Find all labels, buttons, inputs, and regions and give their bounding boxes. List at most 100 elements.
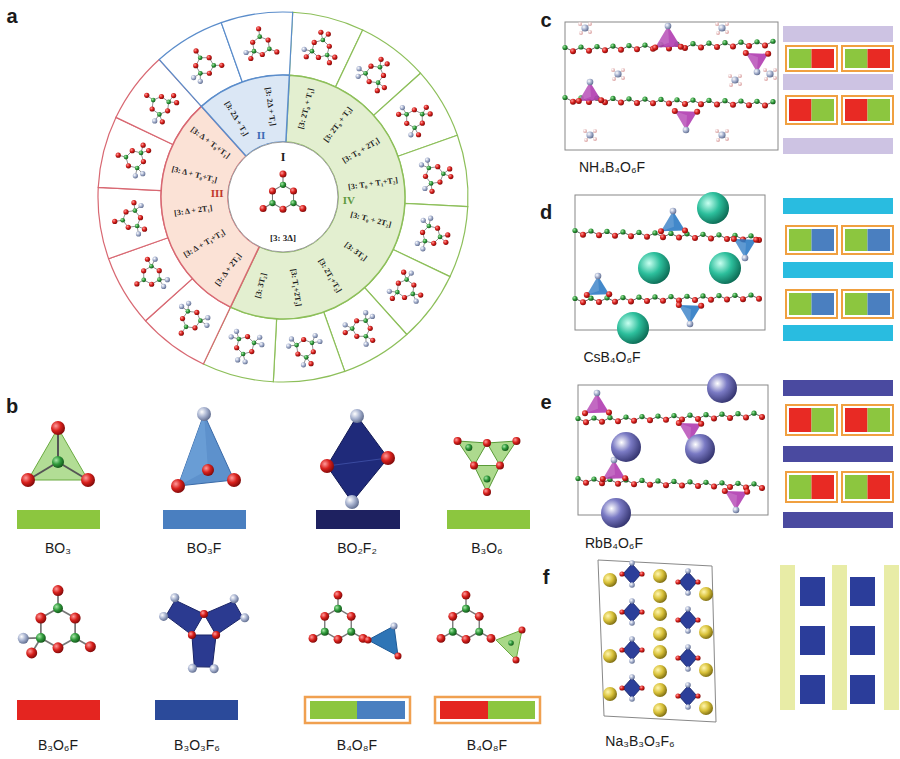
- atom-sphere: [738, 40, 743, 45]
- atom-sphere: [626, 43, 631, 48]
- atom-sphere: [735, 481, 740, 486]
- atom-sphere: [165, 277, 170, 282]
- atom-sphere: [395, 653, 402, 660]
- atom-sphere: [256, 26, 261, 31]
- atom-sphere: [368, 64, 373, 69]
- atom-sphere: [602, 47, 608, 53]
- atom-sphere: [186, 301, 191, 306]
- atom-sphere: [146, 148, 151, 153]
- atom-sphere: [593, 137, 597, 141]
- atom-sphere: [327, 44, 332, 49]
- atom-sphere: [709, 252, 741, 284]
- atom-sphere: [320, 459, 334, 473]
- atom-sphere: [194, 310, 199, 315]
- atom-sphere: [416, 132, 421, 137]
- wheel-sector: [273, 312, 344, 382]
- atom-sphere: [663, 417, 669, 423]
- atom-sphere: [652, 294, 657, 299]
- atom-sphere: [257, 335, 262, 340]
- schematic-block: [845, 99, 868, 121]
- atom-sphere: [583, 480, 589, 486]
- atom-sphere: [404, 112, 409, 117]
- atom-sphere: [711, 415, 717, 421]
- unit-name: BO₃: [45, 540, 71, 556]
- center-label: [3: 3Δ]: [270, 233, 296, 243]
- atom-sphere: [629, 636, 635, 642]
- atom-sphere: [674, 97, 679, 102]
- atom-sphere: [665, 23, 672, 30]
- atom-sphere: [428, 111, 433, 116]
- atom-sphere: [136, 231, 141, 236]
- atom-sphere: [666, 101, 672, 107]
- atom-sphere: [695, 693, 700, 698]
- schematic-block: [305, 697, 410, 723]
- atom-sphere: [279, 171, 286, 178]
- atom-sphere: [572, 228, 577, 233]
- atom-sphere: [700, 293, 705, 298]
- atom-sphere: [738, 74, 742, 78]
- atom-sphere: [123, 209, 128, 214]
- schematic-block: [786, 405, 837, 435]
- atom-sphere: [411, 282, 416, 287]
- schematic-block: [845, 475, 868, 499]
- atom-sphere: [267, 47, 272, 52]
- atom-sphere: [638, 252, 670, 284]
- atom-sphere: [658, 228, 664, 234]
- atom-sphere: [620, 229, 625, 234]
- atom-sphere: [280, 182, 286, 188]
- atom-sphere: [202, 464, 214, 476]
- atom-sphere: [606, 291, 612, 297]
- atom-sphere: [260, 205, 267, 212]
- atom-sphere: [427, 224, 432, 229]
- atom-sphere: [698, 421, 704, 427]
- atom-sphere: [465, 444, 472, 451]
- atom-sphere: [612, 233, 618, 239]
- atom-sphere: [695, 416, 701, 422]
- atom-sphere: [53, 585, 64, 596]
- atom-sphere: [157, 277, 162, 282]
- atom-sphere: [85, 641, 96, 652]
- atom-sphere: [628, 233, 634, 239]
- atom-sphere: [642, 97, 647, 102]
- atom-sphere: [762, 43, 768, 49]
- atom-sphere: [687, 413, 692, 418]
- atom-sphere: [670, 208, 677, 215]
- atom-sphere: [133, 173, 138, 178]
- atom-sphere: [671, 479, 676, 484]
- atom-sphere: [290, 200, 296, 206]
- atom-sphere: [205, 315, 210, 320]
- atom-sphere: [685, 666, 691, 672]
- atom-sphere: [629, 674, 635, 680]
- atom-sphere: [230, 594, 239, 603]
- atom-sphere: [157, 268, 162, 273]
- bond-line: [327, 458, 388, 466]
- atom-sphere: [629, 696, 635, 702]
- atom-sphere: [318, 30, 323, 35]
- schematic-block: [800, 626, 825, 655]
- atom-sphere: [179, 304, 184, 309]
- atom-sphere: [711, 484, 717, 490]
- atom-sphere: [327, 60, 332, 65]
- unit-name: B₃O₆F: [38, 737, 78, 753]
- panel-letter: f: [543, 566, 550, 589]
- schematic-block: [789, 475, 812, 499]
- sector-label: [3: 2Δ + T₁]: [263, 87, 278, 127]
- atom-sphere: [429, 189, 434, 194]
- atom-sphere: [601, 498, 631, 528]
- atom-sphere: [229, 334, 234, 339]
- atom-sphere: [198, 71, 203, 76]
- schematic-block: [447, 510, 530, 529]
- atom-sphere: [685, 628, 691, 634]
- atom-sphere: [198, 318, 203, 323]
- atom-sphere: [742, 255, 749, 262]
- schematic-block: [783, 325, 893, 341]
- region-numeral: III: [211, 187, 224, 200]
- atom-sphere: [751, 411, 756, 416]
- atom-sphere: [660, 234, 666, 240]
- atom-sphere: [140, 171, 145, 176]
- atom-sphere: [207, 71, 212, 76]
- atom-sphere: [159, 94, 164, 99]
- atom-sphere: [312, 40, 317, 45]
- atom-sphere: [766, 70, 773, 77]
- atom-sphere: [629, 598, 635, 604]
